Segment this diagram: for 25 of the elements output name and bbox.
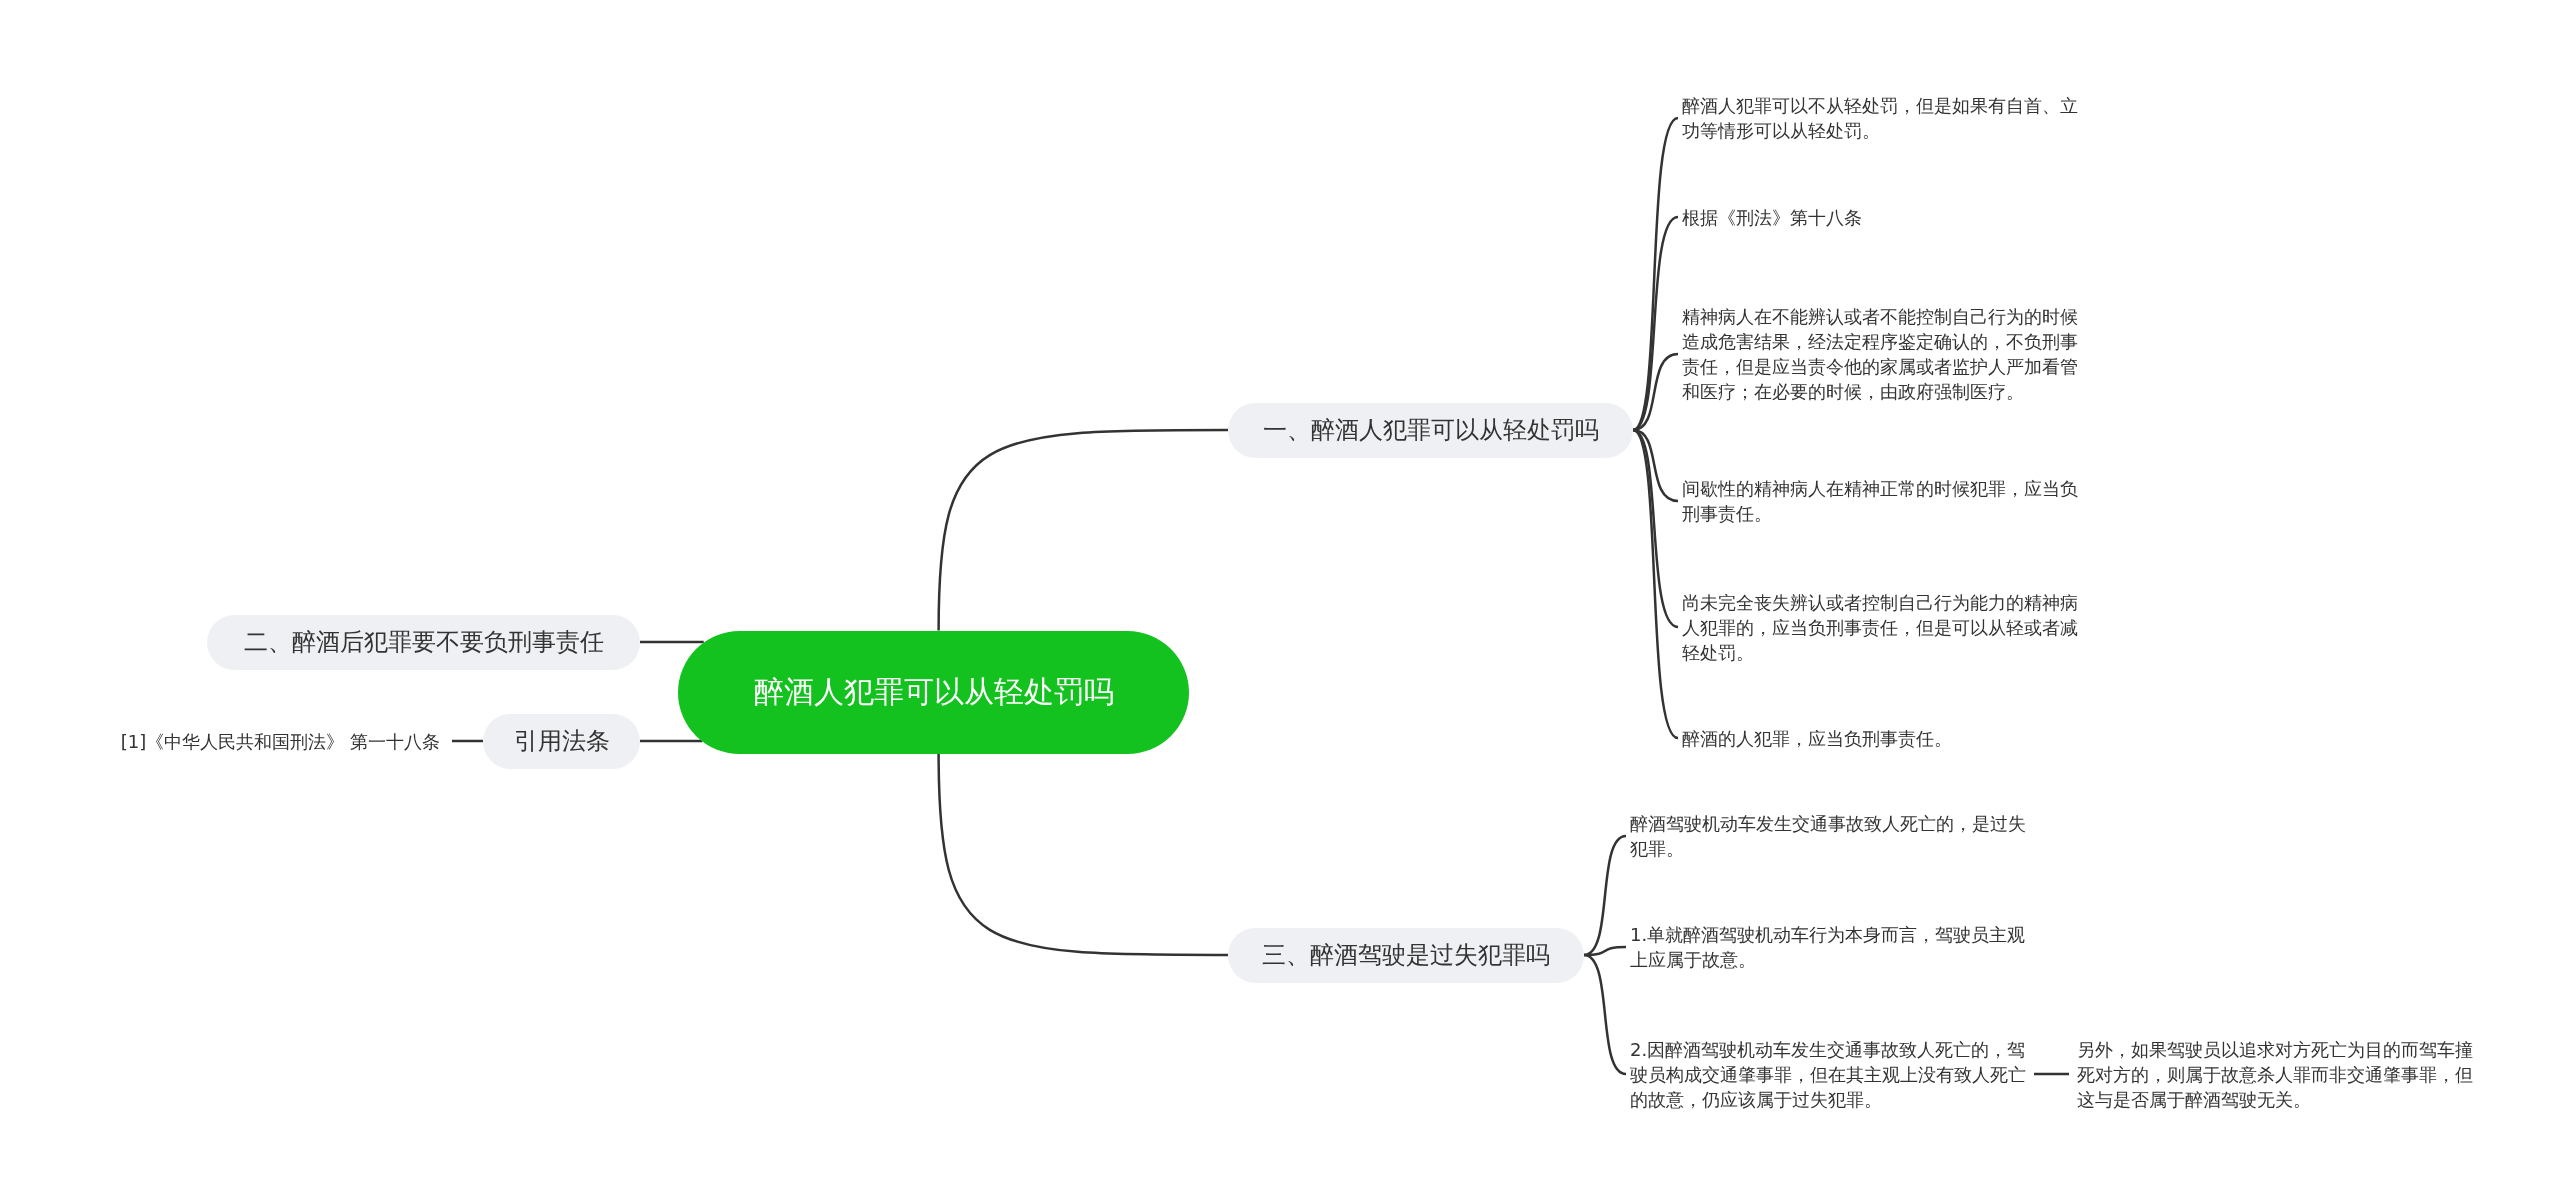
connector-line xyxy=(640,739,703,743)
connector-line xyxy=(640,640,704,644)
connector-line xyxy=(1583,834,1627,957)
topic-pill: 引用法条 xyxy=(483,713,640,769)
topic-pill: 二、醉酒后犯罪要不要负刑事责任 xyxy=(207,614,640,670)
note-text: 另外，如果驾驶员以追求对方死亡为目的而驾车撞死对方的，则属于故意杀人罪而非交通肇事罪，但这与是否属于醉酒驾驶无关。 xyxy=(2077,1036,2477,1112)
note-text: 尚未完全丧失辨认或者控制自己行为能力的精神病人犯罪的，应当负刑事责任，但是可以从轻或者减轻处罚。 xyxy=(1682,589,2082,665)
note-text: 根据《刑法》第十八条 xyxy=(1682,204,2082,230)
note-text: 间歇性的精神病人在精神正常的时候犯罪，应当负刑事责任。 xyxy=(1682,476,2082,526)
topic-pill: 三、醉酒驾驶是过失犯罪吗 xyxy=(1228,927,1584,983)
topic-pill: 一、醉酒人犯罪可以从轻处罚吗 xyxy=(1228,402,1633,458)
note-text: 醉酒人犯罪可以不从轻处罚，但是如果有自首、立功等情形可以从轻处罚。 xyxy=(1682,93,2082,143)
note-text: 2.因醉酒驾驶机动车发生交通事故致人死亡的，驾驶员构成交通肇事罪，但在其主观上没有致人死亡的故意，仍应该属于过失犯罪。 xyxy=(1630,1036,2030,1112)
note-text: [1]《中华人民共和国刑法》 第一十八条 xyxy=(60,728,440,754)
connector-line xyxy=(2034,1072,2069,1076)
note-text: 精神病人在不能辨认或者不能控制自己行为的时候造成危害结果，经法定程序鉴定确认的，不负刑事责任，但是应当责令他的家属或者监护人严加看管和医疗；在必要的时候，由政府强制医疗。 xyxy=(1682,291,2082,417)
connector-line xyxy=(452,739,483,743)
note-text: 醉酒的人犯罪，应当负刑事责任。 xyxy=(1682,725,2082,751)
connector-line xyxy=(937,428,1228,631)
central-topic: 醉酒人犯罪可以从轻处罚吗 xyxy=(678,630,1189,754)
connector-line xyxy=(937,753,1228,957)
note-text: 1.单就醉酒驾驶机动车行为本身而言，驾驶员主观上应属于故意。 xyxy=(1630,922,2030,972)
connector-line xyxy=(1583,953,1627,1076)
connector-line xyxy=(1632,429,1679,739)
note-text: 醉酒驾驶机动车发生交通事故致人死亡的，是过失犯罪。 xyxy=(1630,811,2030,861)
